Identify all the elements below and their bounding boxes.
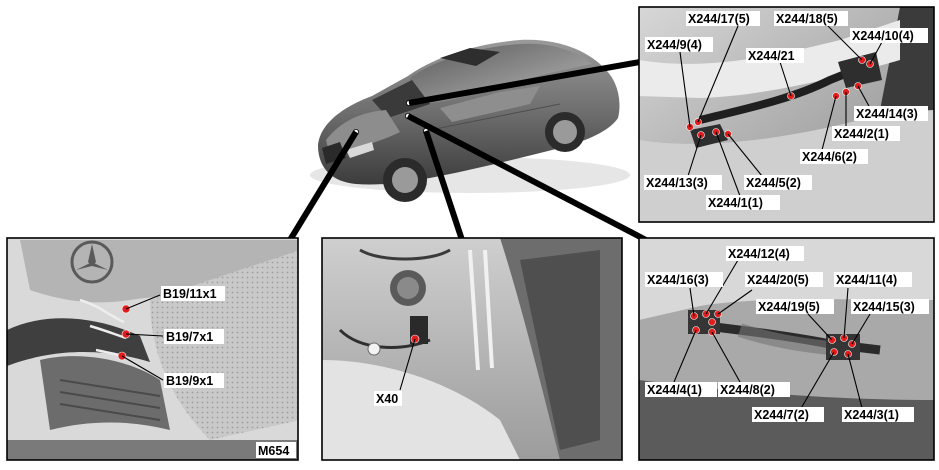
label-x244-17-5: X244/17(5) <box>688 12 750 26</box>
label-x244-19-5: X244/19(5) <box>758 300 820 314</box>
label-b19-11x1: B19/11x1 <box>163 287 217 301</box>
label-x244-9-4: X244/9(4) <box>647 38 702 52</box>
label-x244-7-2: X244/7(2) <box>754 408 809 422</box>
label-x244-1-1: X244/1(1) <box>708 196 763 210</box>
callout-lines <box>287 59 648 243</box>
label-b19-9x1: B19/9x1 <box>166 374 213 388</box>
label-x244-5-2: X244/5(2) <box>746 176 801 190</box>
label-x244-2-1: X244/2(1) <box>834 127 889 141</box>
label-x40: X40 <box>376 392 398 406</box>
label-x244-20-5: X244/20(5) <box>747 273 809 287</box>
label-x244-10-4: X244/10(4) <box>852 29 914 43</box>
label-x244-14-3: X244/14(3) <box>856 107 918 121</box>
label-b19-7x1: B19/7x1 <box>166 330 213 344</box>
label-x244-3-1: X244/3(1) <box>844 408 899 422</box>
panel-fender: X40 <box>321 237 623 461</box>
label-x244-18-5: X244/18(5) <box>776 12 838 26</box>
panel-engine: B19/11x1 B19/7x1 B19/9x1 M654 <box>6 237 299 461</box>
model-code: M654 <box>258 444 289 458</box>
label-x244-12-4: X244/12(4) <box>728 247 790 261</box>
label-x244-16-3: X244/16(3) <box>647 273 709 287</box>
label-x244-4-1: X244/4(1) <box>647 383 702 397</box>
label-x244-6-2: X244/6(2) <box>802 150 857 164</box>
label-x244-13-3: X244/13(3) <box>646 176 708 190</box>
label-x244-8-2: X244/8(2) <box>720 383 775 397</box>
panel-windshield-harness: X244/17(5) X244/18(5) X244/9(4) X244/10(… <box>638 6 935 223</box>
label-x244-21: X244/21 <box>748 49 795 63</box>
panel-firewall-harness: X244/12(4) X244/16(3) X244/20(5) X244/11… <box>638 237 935 461</box>
label-x244-11-4: X244/11(4) <box>836 273 897 287</box>
vehicle-illustration <box>310 39 630 202</box>
label-x244-15-3: X244/15(3) <box>853 300 915 314</box>
